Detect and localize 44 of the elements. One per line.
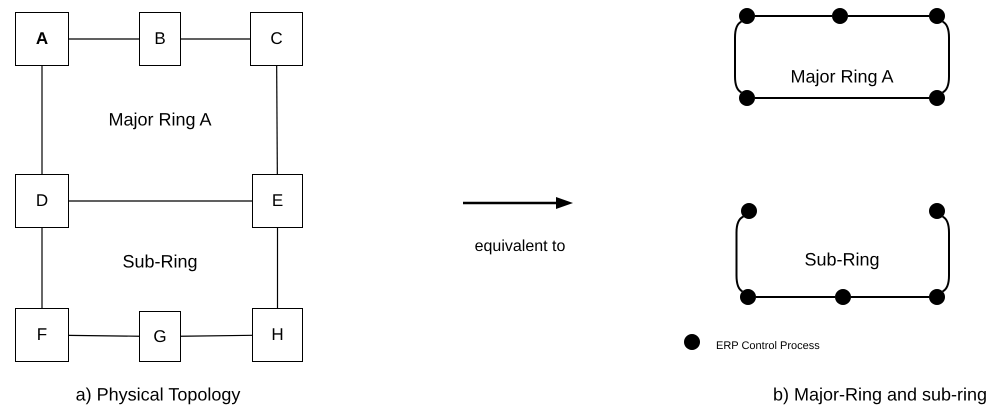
connector-line [848,15,929,17]
connector-line [736,216,744,292]
connector-line [69,38,139,40]
network-node-box: B [139,12,181,66]
dot-marker [739,90,755,106]
dot-marker [835,289,851,305]
dot-marker [741,203,757,219]
connector-line [942,20,950,94]
ring-label: Major Ring A [790,66,894,88]
panel-caption: a) Physical Topology [76,384,240,406]
ring-label: Sub-Ring [804,250,880,270]
connector-line [851,296,929,298]
connector-line [942,216,950,292]
ring-label: Major Ring A [108,110,212,130]
connector-line [181,334,252,337]
connector-line [181,38,250,40]
dot-marker [929,289,945,305]
network-node-box: D [15,174,69,228]
dot-marker [740,289,756,305]
dot-marker [929,203,945,219]
connector-line [734,20,742,94]
dot-marker [929,90,945,106]
arrow-label: equivalent to [474,238,566,256]
dot-marker [832,8,848,24]
network-node-box: C [250,12,303,66]
dot-marker [739,8,755,24]
network-node-box: A [15,12,69,66]
connector-line [69,200,252,202]
network-node-box: G [139,311,181,362]
connector-line [755,15,832,17]
panel-caption: b) Major-Ring and sub-ring [772,384,988,406]
connector-line [41,66,43,174]
connector-line [69,334,139,337]
connector-line [755,97,929,99]
network-node-box: H [252,308,303,362]
connector-line [756,296,835,298]
network-node-box: F [15,308,69,362]
dot-marker [929,8,945,24]
legend-text: ERP Control Process [716,340,820,352]
connector-line [276,228,278,308]
network-node-box: E [252,174,303,228]
ring-label: Sub-Ring [122,252,198,272]
connector-line [41,228,43,308]
connector-line [276,66,278,174]
